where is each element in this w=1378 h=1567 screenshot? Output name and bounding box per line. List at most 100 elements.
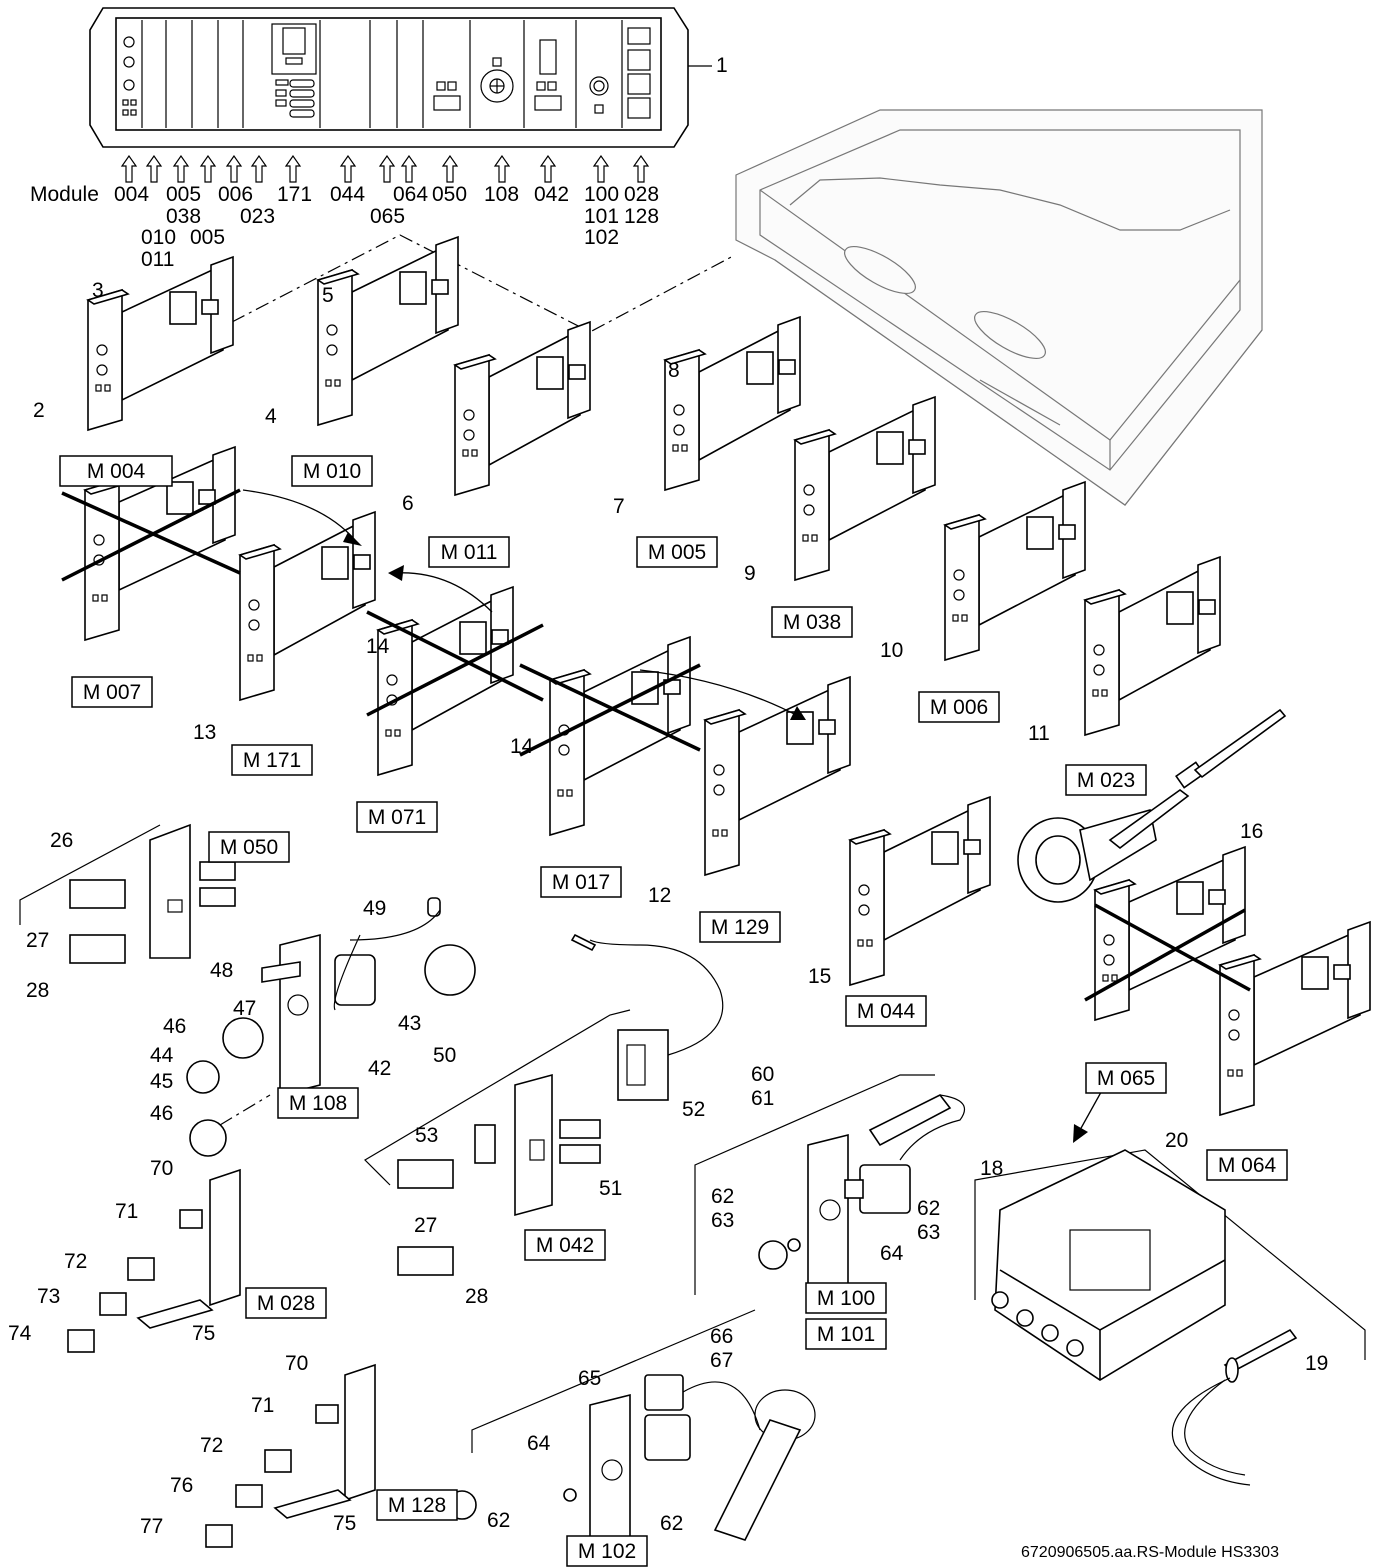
module-box-label-m108: M 108 (289, 1092, 347, 1115)
part-number-70: 70 (285, 1352, 308, 1375)
part-number-62: 62 (660, 1512, 683, 1535)
module-box-m071: M 071 (356, 801, 438, 833)
module-108-parts (186, 897, 476, 1157)
module-box-m004: M 004 (59, 455, 173, 487)
code-042: 042 (534, 183, 569, 206)
part-number-49: 49 (363, 897, 386, 920)
up-arrow-5 (250, 154, 268, 183)
module-box-m129: M 129 (699, 911, 781, 943)
module-100-parts (694, 1074, 965, 1297)
footer-code: 6720906505.aa.RS-Module HS3303 (1021, 1544, 1279, 1561)
up-arrow-2 (172, 154, 190, 183)
sensor-16 (1017, 708, 1287, 903)
up-arrow-12 (539, 154, 557, 183)
code-064: 064 (393, 183, 428, 206)
part-number-15: 15 (808, 965, 831, 988)
part-number-63: 63 (917, 1221, 940, 1244)
part-number-28: 28 (26, 979, 49, 1002)
module-box-label-m028: M 028 (257, 1292, 315, 1315)
card-m071 (376, 585, 514, 777)
part-number-13: 13 (193, 721, 216, 744)
module-box-m108: M 108 (277, 1087, 359, 1119)
module-box-m101: M 101 (805, 1318, 887, 1350)
code-038: 038 (166, 205, 201, 228)
code-028: 028 (624, 183, 659, 206)
part-number-61: 61 (751, 1087, 774, 1110)
part-number-62: 62 (917, 1197, 940, 1220)
module-box-m017: M 017 (540, 866, 622, 898)
up-arrow-7 (339, 154, 357, 183)
module-box-m171: M 171 (231, 744, 313, 776)
part-number-19: 19 (1305, 1352, 1328, 1375)
up-arrow-14 (632, 154, 650, 183)
module-box-m006: M 006 (918, 691, 1000, 723)
module-box-label-m005: M 005 (648, 541, 706, 564)
module-box-label-m050: M 050 (220, 836, 278, 859)
module-box-m042: M 042 (524, 1229, 606, 1261)
card-m011 (453, 320, 591, 497)
part-number-53: 53 (415, 1124, 438, 1147)
part-number-76: 76 (170, 1474, 193, 1497)
part-number-27: 27 (26, 929, 49, 952)
code-005-a: 005 (166, 183, 201, 206)
part-number-72: 72 (200, 1434, 223, 1457)
part-number-26: 26 (50, 829, 73, 852)
part-number-77: 77 (140, 1515, 163, 1538)
part-number-9: 9 (744, 562, 756, 585)
part-number-71: 71 (251, 1394, 274, 1417)
part-number-73: 73 (37, 1285, 60, 1308)
module-row-title: Module (30, 183, 99, 206)
crossout-lines (61, 488, 1251, 1002)
up-arrow-3 (199, 154, 217, 183)
up-arrow-10 (441, 154, 459, 183)
card-m010 (316, 235, 459, 427)
card-m017 (548, 635, 691, 837)
up-arrow-11 (493, 154, 511, 183)
module-box-m011: M 011 (428, 536, 510, 568)
part-number-60: 60 (751, 1063, 774, 1086)
code-101: 101 (584, 205, 619, 228)
module-box-label-m017: M 017 (552, 871, 610, 894)
code-171: 171 (277, 183, 312, 206)
module-128-switches (205, 1363, 376, 1548)
part-number-70: 70 (150, 1157, 173, 1180)
card-m005 (663, 315, 801, 492)
part-number-14: 14 (510, 735, 534, 758)
part-number-62: 62 (711, 1185, 734, 1208)
part-number-71: 71 (115, 1200, 138, 1223)
part-number-46: 46 (150, 1102, 173, 1125)
pcb-cards (83, 235, 1371, 1117)
module-box-m128: M 128 (376, 1489, 458, 1521)
part-number-52: 52 (682, 1098, 705, 1121)
code-023: 023 (240, 205, 275, 228)
panel-label: 1 (716, 54, 728, 77)
card-m044 (848, 795, 991, 987)
module-042-parts (364, 933, 724, 1276)
module-050-parts (19, 823, 236, 964)
module-box-label-m065: M 065 (1097, 1067, 1155, 1090)
up-arrow-0 (120, 154, 138, 183)
module-box-label-m044: M 044 (857, 1000, 916, 1023)
part-number-45: 45 (150, 1070, 173, 1093)
part-number-64: 64 (527, 1432, 551, 1455)
part-number-64: 64 (880, 1242, 904, 1265)
part-number-5: 5 (322, 284, 334, 307)
module-box-label-m038: M 038 (783, 611, 841, 634)
module-box-label-m171: M 171 (243, 749, 301, 772)
module-028-switches (67, 1168, 241, 1353)
up-arrow-6 (284, 154, 302, 183)
card-m064 (1218, 920, 1371, 1117)
up-arrow-4 (225, 154, 243, 183)
part-number-74: 74 (8, 1322, 32, 1345)
module-box-m038: M 038 (771, 606, 853, 638)
code-010: 010 (141, 226, 176, 249)
part-number-16: 16 (1240, 820, 1263, 843)
module-box-label-m042: M 042 (536, 1234, 594, 1257)
module-box-m010: M 010 (291, 455, 373, 487)
sensor-19 (1171, 1328, 1298, 1486)
up-arrow-1 (145, 154, 163, 183)
module-arrows (120, 154, 650, 183)
module-box-label-m102: M 102 (578, 1540, 636, 1563)
code-065: 065 (370, 205, 405, 228)
up-arrow-9 (400, 154, 418, 183)
